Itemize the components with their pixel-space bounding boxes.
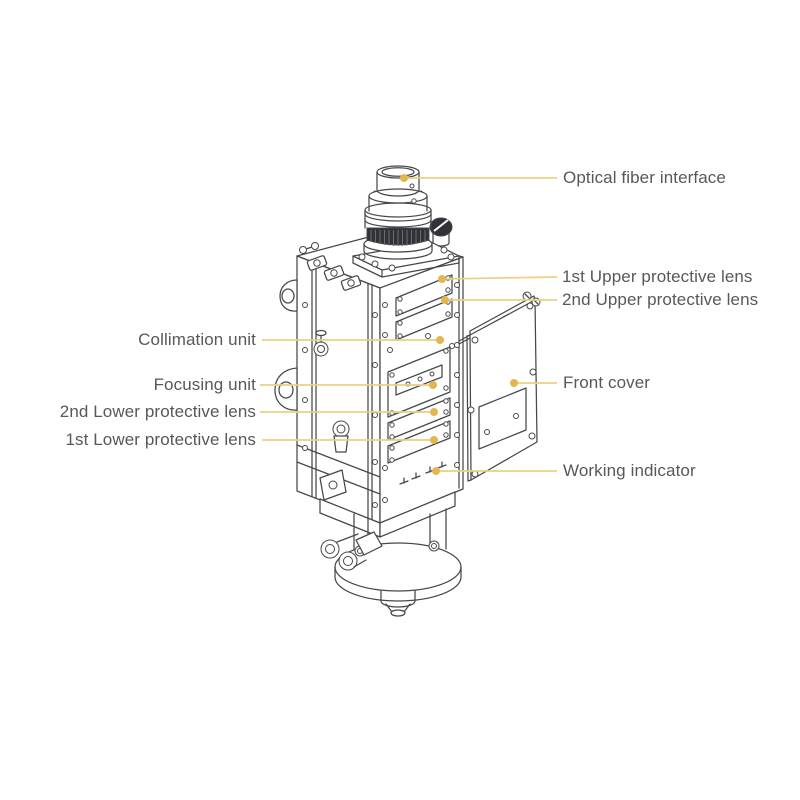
leader-lines xyxy=(260,177,558,472)
label-1st-upper-protective-lens: 1st Upper protective lens xyxy=(562,267,753,286)
label-optical-fiber-interface: Optical fiber interface xyxy=(563,168,726,187)
fiber-connector xyxy=(363,165,433,260)
control-knob xyxy=(429,217,453,247)
nozzle-assembly xyxy=(319,491,462,617)
leader-dots xyxy=(400,174,518,475)
label-1st-lower-protective-lens: 1st Lower protective lens xyxy=(65,430,256,449)
label-2nd-lower-protective-lens: 2nd Lower protective lens xyxy=(59,402,256,421)
laser-head-drawing xyxy=(274,165,541,617)
label-2nd-upper-protective-lens: 2nd Upper protective lens xyxy=(562,290,759,309)
label-front-cover: Front cover xyxy=(563,373,651,392)
lens-panels xyxy=(387,274,455,464)
label-focusing-unit: Focusing unit xyxy=(153,375,256,394)
top-fittings xyxy=(299,242,362,291)
water-fittings xyxy=(313,329,350,501)
label-working-indicator: Working indicator xyxy=(563,461,696,480)
lifting-lugs xyxy=(274,279,298,411)
front-cover-plate xyxy=(458,291,541,482)
label-collimation-unit: Collimation unit xyxy=(138,330,256,349)
